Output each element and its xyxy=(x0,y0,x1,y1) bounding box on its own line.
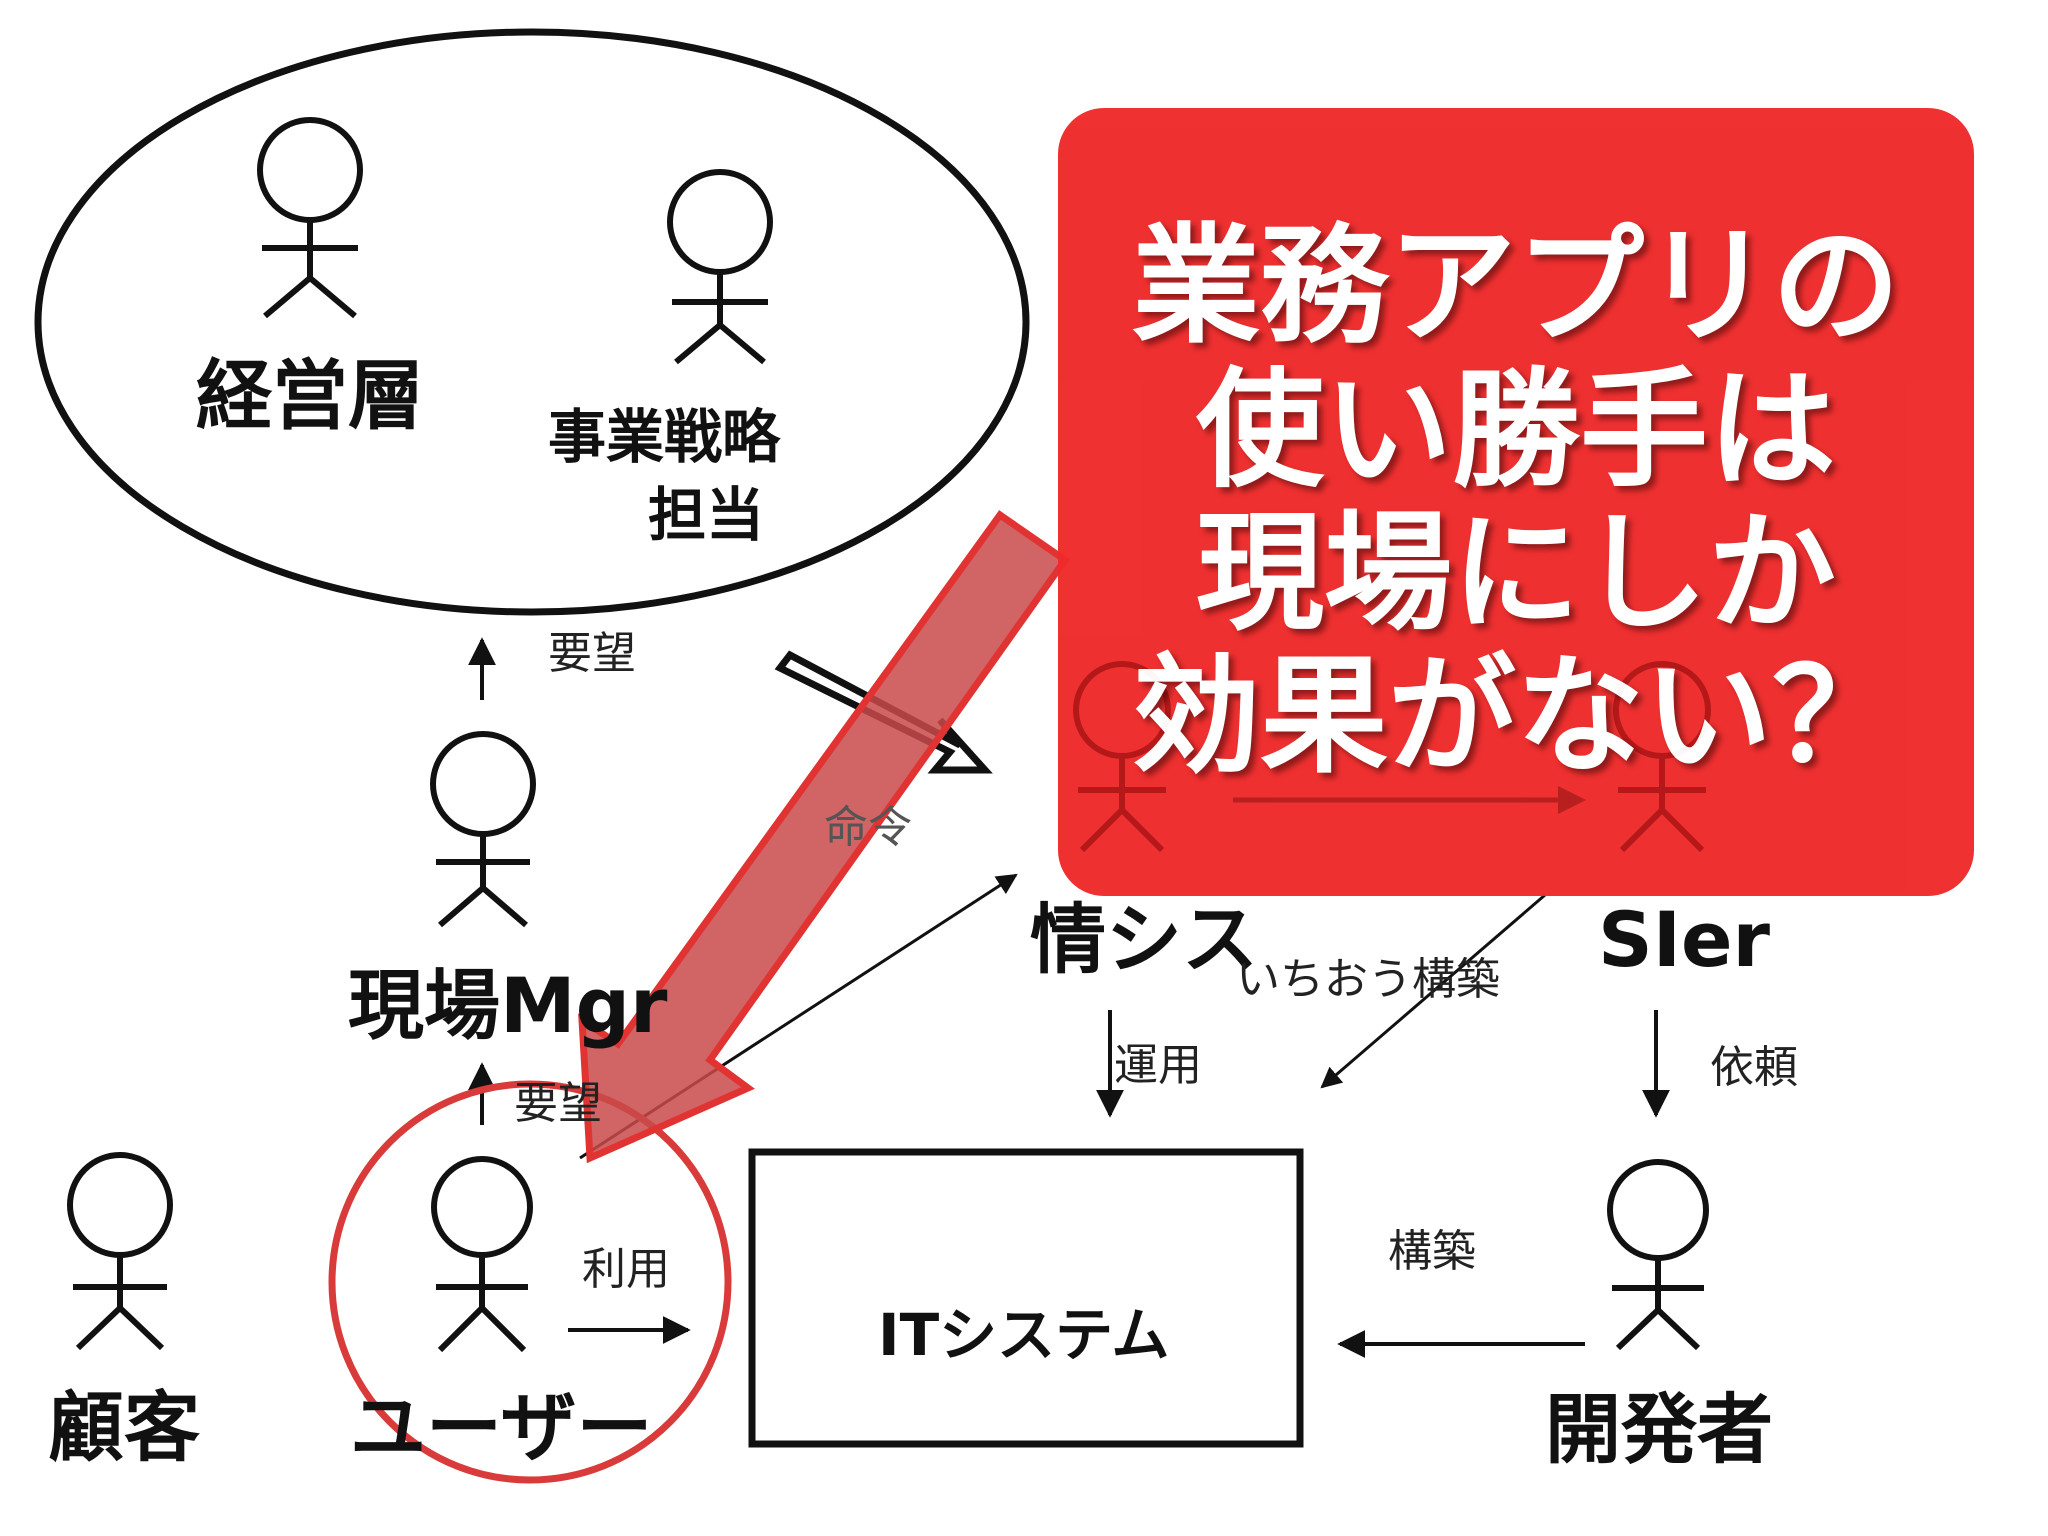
callout-line-4: 効果がない？ xyxy=(1131,642,1900,792)
developer-label: 開発者 xyxy=(1545,1385,1773,1474)
field-manager-label: 現場Mgr xyxy=(348,961,668,1050)
user-figure-icon xyxy=(431,1156,533,1353)
executive-group-ellipse xyxy=(34,28,1030,616)
callout-underlay xyxy=(1073,661,1711,853)
it-dept-label: 情シス xyxy=(1030,895,1258,984)
it-system-label: ITシステム xyxy=(878,1301,1170,1369)
strategy-label-line1: 事業戦略 xyxy=(548,403,781,471)
request-label-manager: 要望 xyxy=(514,1078,602,1129)
developer-figure-icon xyxy=(1607,1159,1709,1351)
request-label-executives: 要望 xyxy=(548,628,636,679)
callout-line-1: 業務アプリの xyxy=(1131,212,1900,362)
user-label: ユーザー xyxy=(350,1383,653,1472)
callout-line-2: 使い勝手は xyxy=(1195,355,1836,505)
executives-label: 経営層 xyxy=(196,351,424,440)
big-red-arrow xyxy=(578,510,1070,1164)
commission-label: 依頼 xyxy=(1710,1042,1798,1093)
build-label: 構築 xyxy=(1388,1226,1476,1277)
callout-line-3: 現場にしか xyxy=(1195,499,1836,648)
strategy-figure-icon xyxy=(667,169,773,365)
callout-box: 業務アプリの 使い勝手は 現場にしか 効果がない？ xyxy=(1058,108,1974,896)
strategy-label-line2: 担当 xyxy=(648,481,765,549)
nominal-build-label: いちおう構築 xyxy=(1236,954,1500,1005)
it-system-box xyxy=(748,1148,1304,1448)
use-label: 利用 xyxy=(582,1244,670,1295)
operate-label: 運用 xyxy=(1114,1040,1202,1091)
nominal-build-arrow xyxy=(1320,893,1546,1089)
field-manager-figure-icon xyxy=(430,731,536,928)
customer-figure-icon xyxy=(67,1152,173,1351)
sier-label: SIer xyxy=(1598,895,1771,984)
user-highlight-circle xyxy=(328,1080,732,1484)
executives-figure-icon xyxy=(257,117,363,319)
command-label: 命令 xyxy=(824,802,912,853)
customer-label: 顧客 xyxy=(48,1383,200,1472)
